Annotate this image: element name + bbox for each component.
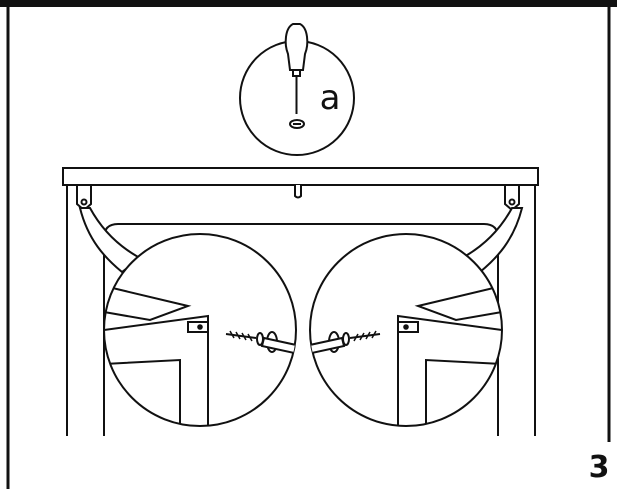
screwdriver-icon bbox=[284, 23, 309, 114]
screwdriver-icon bbox=[260, 331, 296, 358]
cabinet-side-panels bbox=[66, 185, 536, 436]
callout-label: a bbox=[319, 78, 341, 118]
step-number: 3 bbox=[588, 450, 610, 485]
left-detail-circle bbox=[103, 233, 297, 427]
right-bracket bbox=[504, 184, 520, 212]
screwdriver-callout bbox=[239, 23, 355, 156]
top-black-bar bbox=[0, 0, 617, 7]
right-detail-circle bbox=[309, 233, 503, 427]
left-bracket bbox=[76, 184, 92, 212]
screw-icon bbox=[289, 119, 305, 129]
center-bracket bbox=[294, 185, 302, 199]
worktop bbox=[62, 167, 539, 186]
screwdriver-icon bbox=[310, 331, 346, 358]
